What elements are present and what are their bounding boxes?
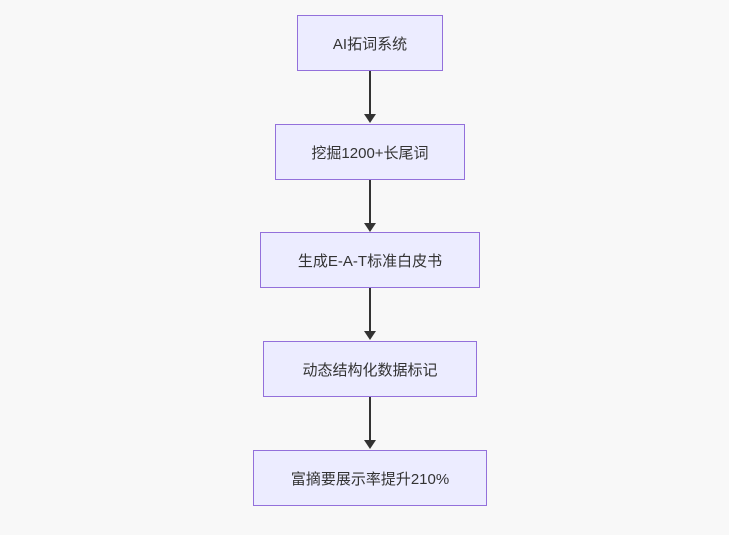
arrow-down-icon bbox=[364, 331, 376, 340]
node-longtail-keyword-mining: 挖掘1200+长尾词 bbox=[275, 124, 465, 180]
node-dynamic-structured-data-markup: 动态结构化数据标记 bbox=[263, 341, 477, 397]
edge-line-4 bbox=[369, 397, 371, 441]
edge-line-1 bbox=[369, 71, 371, 115]
edge-line-2 bbox=[369, 180, 371, 224]
arrow-down-icon bbox=[364, 223, 376, 232]
arrow-down-icon bbox=[364, 440, 376, 449]
arrow-down-icon bbox=[364, 114, 376, 123]
node-rich-snippet-rate-increase: 富摘要展示率提升210% bbox=[253, 450, 487, 506]
node-ai-keyword-expansion-system: AI拓词系统 bbox=[297, 15, 443, 71]
node-eat-standard-whitepaper: 生成E-A-T标准白皮书 bbox=[260, 232, 480, 288]
edge-line-3 bbox=[369, 288, 371, 332]
